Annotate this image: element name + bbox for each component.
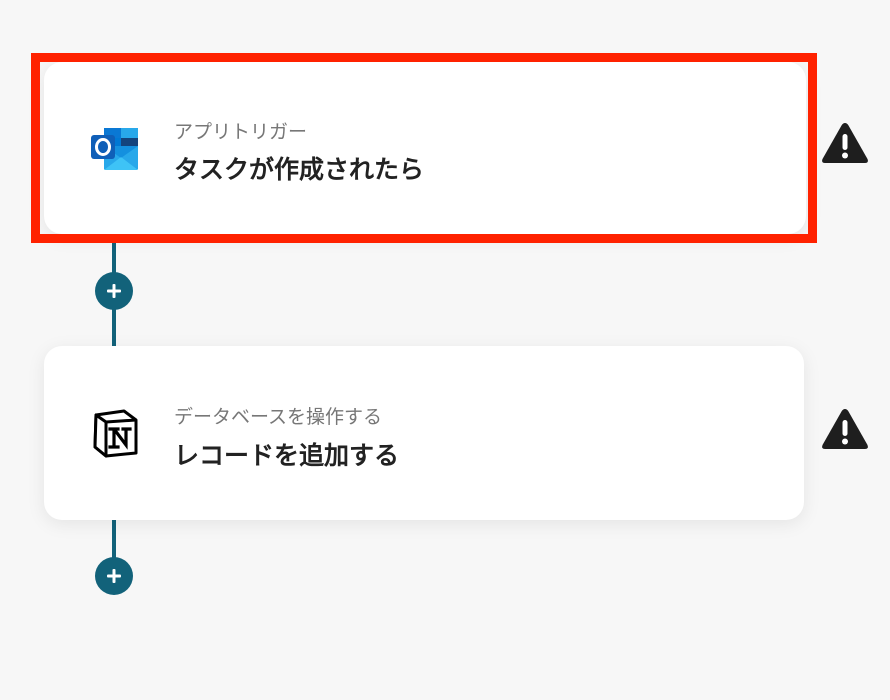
step-type-label: データベースを操作する [174, 406, 383, 428]
step-title: レコードを追加する [174, 441, 400, 470]
warning-icon[interactable] [820, 406, 870, 452]
plus-icon [107, 284, 121, 298]
plus-icon [107, 569, 121, 583]
action-step-card[interactable]: データベースを操作する レコードを追加する [44, 346, 804, 520]
step-type-label: アプリトリガー [174, 121, 308, 143]
add-step-button[interactable] [95, 272, 133, 310]
notion-icon [88, 406, 142, 460]
trigger-step-card[interactable]: アプリトリガー タスクが作成されたら [44, 62, 806, 234]
add-step-button[interactable] [95, 557, 133, 595]
warning-icon[interactable] [820, 120, 870, 166]
step-title: タスクが作成されたら [174, 155, 425, 184]
connector-line [112, 520, 116, 580]
outlook-icon [88, 121, 142, 175]
